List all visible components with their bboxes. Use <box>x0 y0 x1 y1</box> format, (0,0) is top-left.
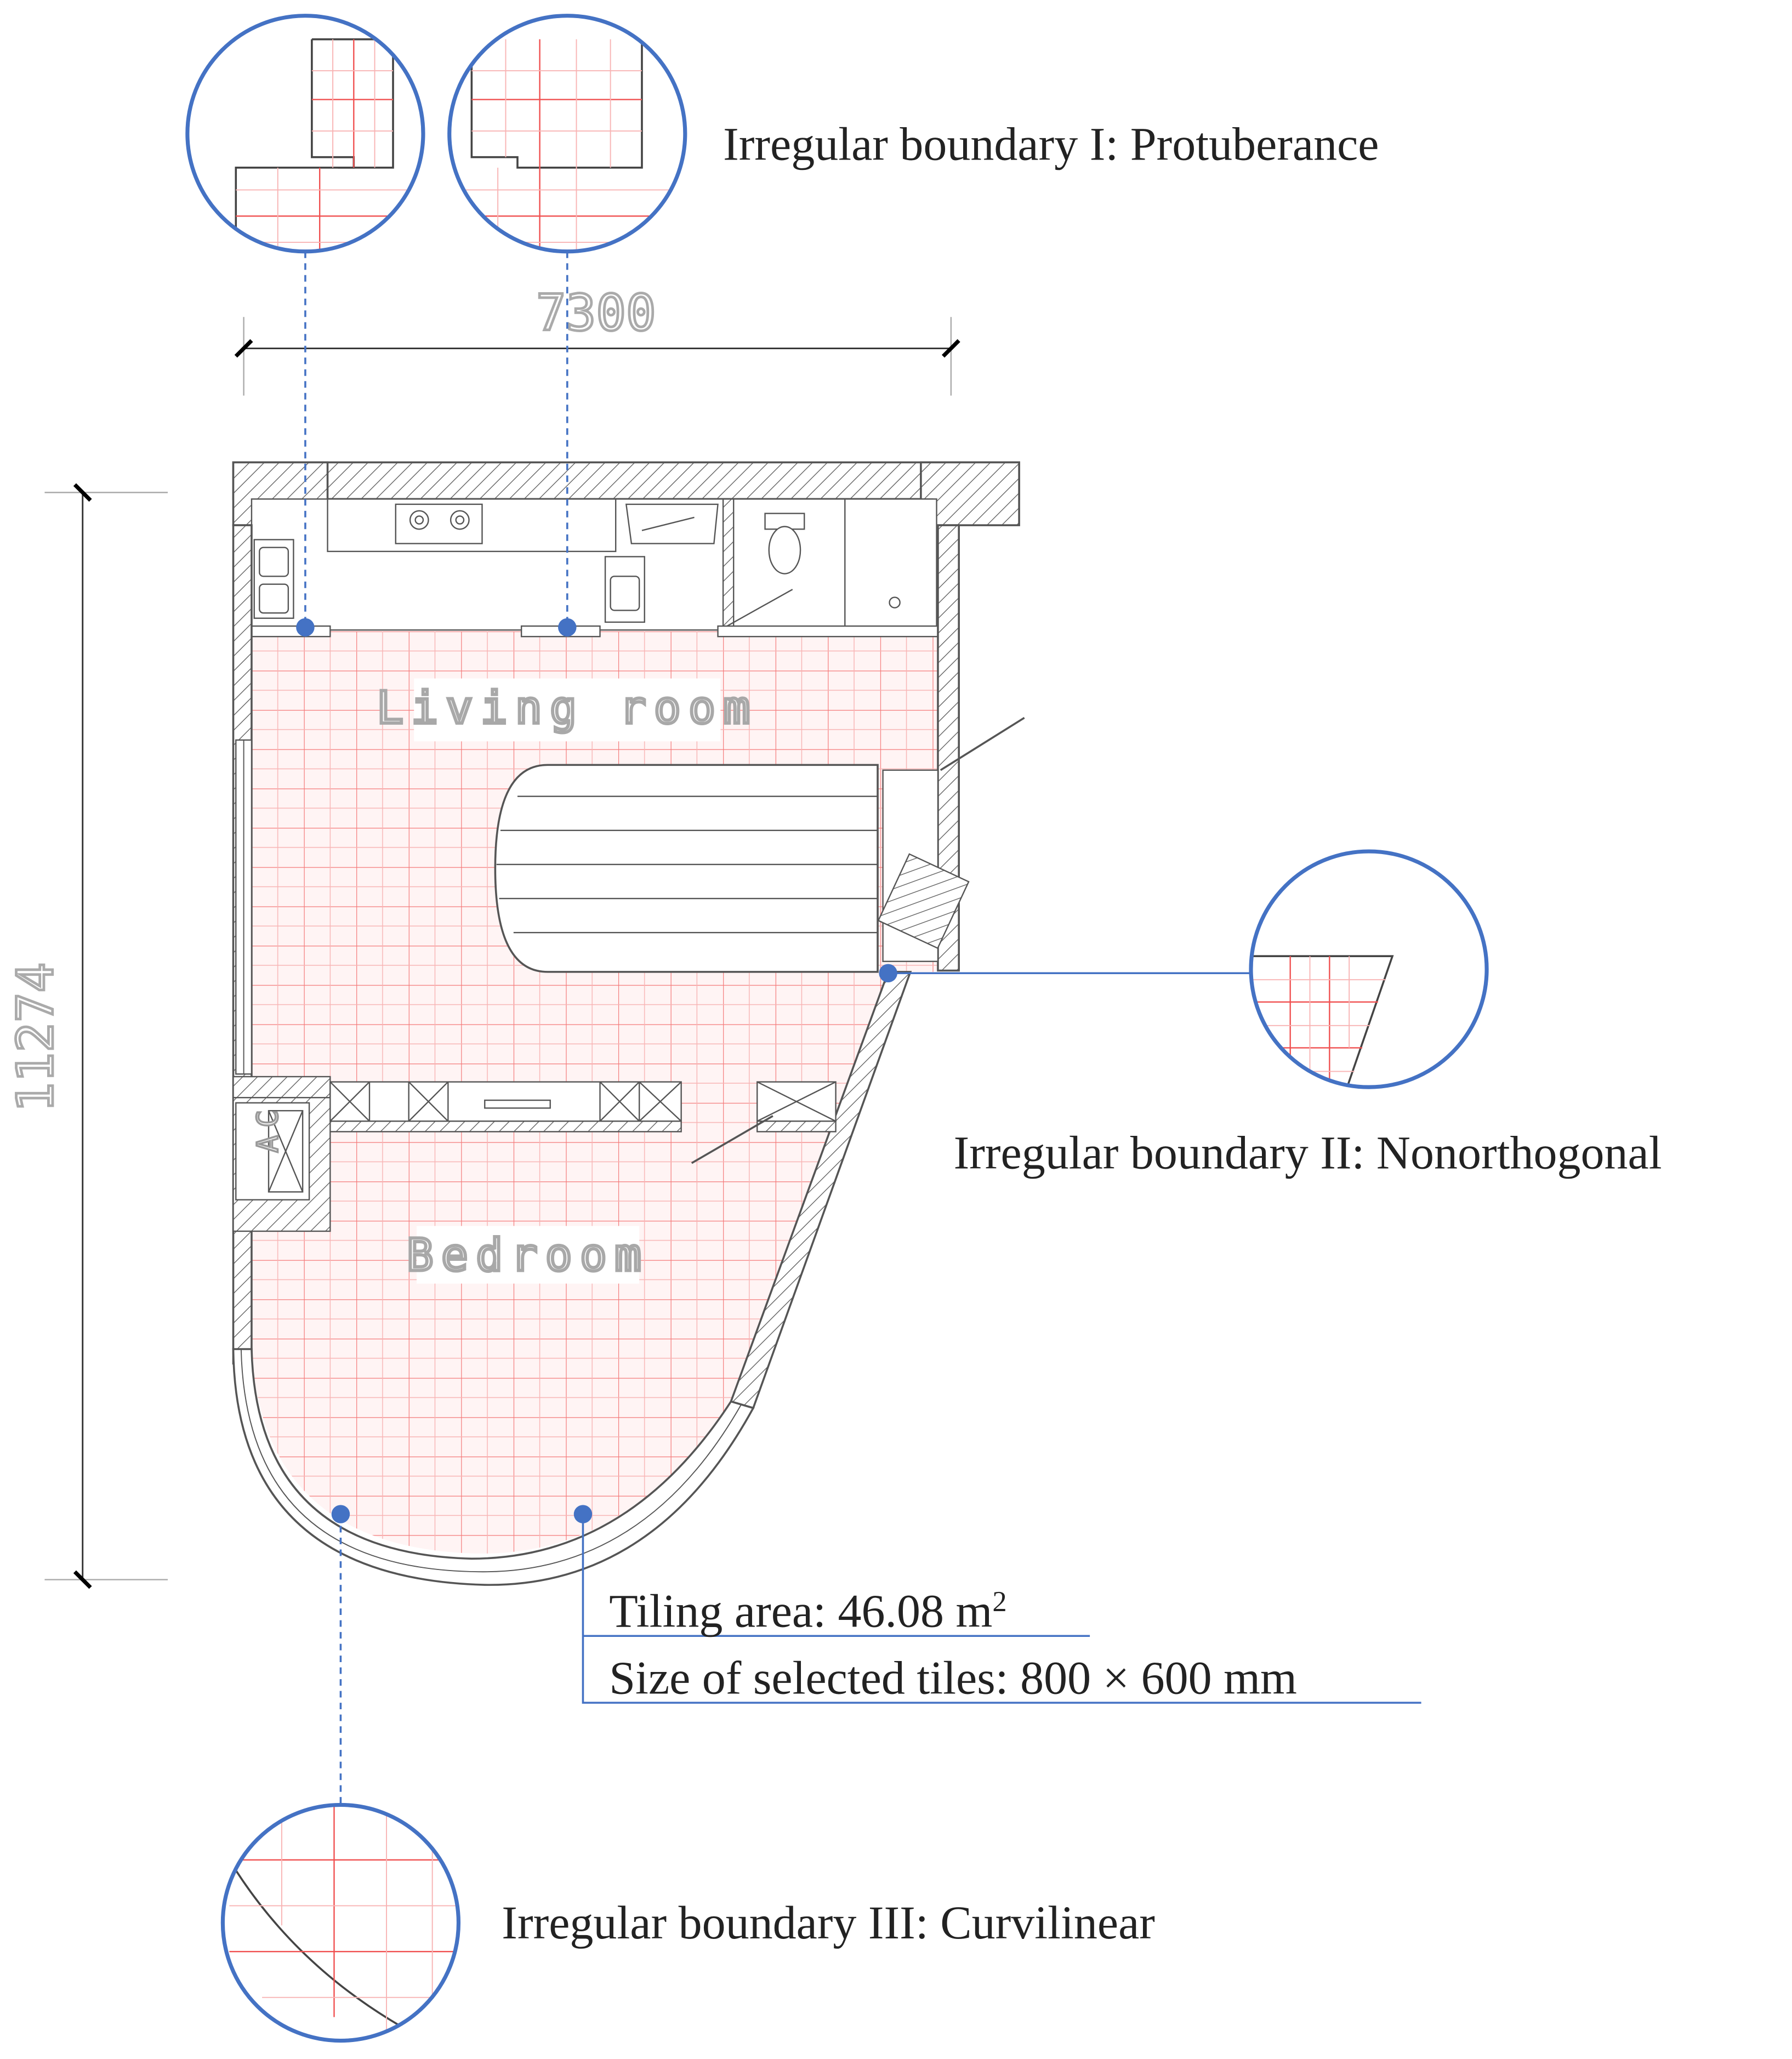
zoom-circle-protuberance-2 <box>447 14 687 254</box>
tiling-area-label: Tiling area: 46.08 m2 <box>609 1585 1006 1637</box>
tile-size-label: Size of selected tiles: 800 × 600 mm <box>609 1651 1297 1704</box>
callout-curvilinear-label: Irregular boundary III: Curvilinear <box>502 1896 1155 1949</box>
bedroom-label: Bedroom <box>407 1230 650 1282</box>
small-sink-icon <box>604 556 645 623</box>
height-dimension: 11274 <box>7 963 65 1112</box>
washing-unit-icon <box>625 503 719 544</box>
curved-wall <box>232 1348 755 1586</box>
marker-protuberance-2 <box>558 618 577 637</box>
shower-area <box>844 498 937 628</box>
sink-icon <box>253 539 294 619</box>
sofa-icon <box>494 764 939 973</box>
width-dimension: 7300 <box>536 285 656 342</box>
zoom-circle-curvilinear <box>220 1802 461 2043</box>
bath-bottom-wall <box>717 625 941 638</box>
toilet-icon <box>764 513 805 575</box>
shower-drain-icon <box>889 596 901 608</box>
area-exponent: 2 <box>992 1586 1006 1618</box>
mid-partition <box>232 1076 331 1099</box>
marker-protuberance-1 <box>296 618 315 637</box>
bedroom-door-swing <box>691 1115 773 1164</box>
marker-curvilinear-2 <box>573 1505 593 1523</box>
top-wall <box>232 461 1020 500</box>
protuberance-left <box>251 625 331 638</box>
callout-connectors <box>304 251 1421 1805</box>
column-rotated <box>877 853 970 949</box>
marker-nonorthogonal <box>879 964 897 982</box>
bathroom-door-swing <box>726 589 793 627</box>
callout-dots <box>296 618 897 1523</box>
bathroom-wall <box>722 498 735 631</box>
callout-protuberance-label: Irregular boundary I: Protuberance <box>723 117 1379 170</box>
ac-label: AC <box>252 1102 285 1153</box>
balcony-door-line <box>940 716 1025 771</box>
marker-curvilinear-1 <box>331 1505 350 1523</box>
stove-icon <box>395 503 483 544</box>
dimension-lines: 7300 11274 <box>5 283 960 1589</box>
living-room-label: Living room <box>377 682 758 734</box>
zoom-circle-protuberance-1 <box>185 14 425 254</box>
floor-plan: AC Living room Bedroom <box>232 461 1025 1586</box>
callout-nonorthogonal-label: Irregular boundary II: Nonorthogonal <box>954 1126 1662 1179</box>
zoom-circle-nonorthogonal <box>1249 849 1489 1089</box>
